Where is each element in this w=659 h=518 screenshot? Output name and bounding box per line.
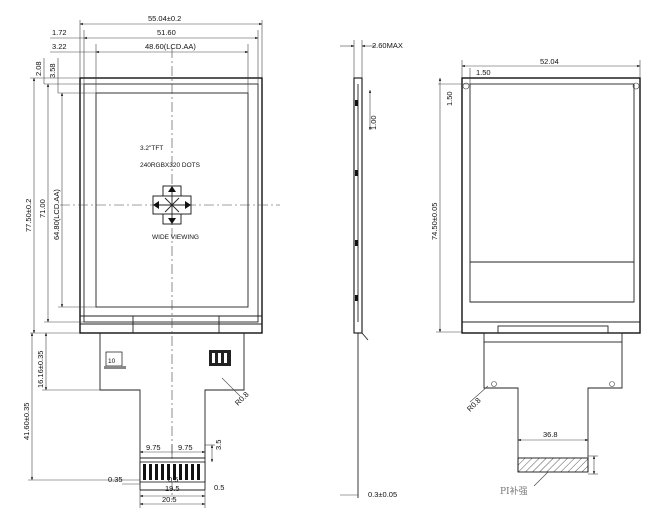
fpc-pins [143,464,200,480]
overall-width-dim: 55.04±0.2 [148,14,181,23]
back-edge-left-dim: 1.50 [476,68,491,77]
fpc-offset-dim: 16.16±0.35 [36,351,45,388]
outline-width-dim: 51.60 [157,28,176,37]
svg-text:10: 10 [108,358,116,365]
viewing-direction-icon [152,185,192,225]
viewing-label: WIDE VIEWING [152,234,199,241]
pad-right-dim: 9.75 [178,443,193,452]
fpc-length-dim: 41.60±0.35 [22,403,31,440]
module-outline [79,77,263,334]
tail-thickness-dim: 0.3±0.05 [368,490,397,499]
aa-width-dim: 48.60(LCD.AA) [145,42,196,51]
tail-width-dim: 20.5 [162,495,177,504]
back-radius-dim: R0.8 [465,396,483,414]
bezel-outline [83,83,259,323]
aa-height-dim: 64.80(LCD.AA) [52,189,61,240]
fpc-outline [99,333,245,458]
side-view: 2.60MAX 1.00 0.3±0.05 [340,40,403,499]
outline-height-dim: 71.00 [38,199,47,218]
resolution-label: 240RGBX320 DOTS [140,162,201,169]
front-view: 3.2"TFT 240RGBX320 DOTS WIDE VIEWING 10 [22,14,280,508]
stiffener-label: PI补强 [500,485,528,497]
panel-size-label: 3.2"TFT [140,145,163,152]
back-edge-top-dim: 1.50 [445,91,454,106]
pad-edge-dim: 0.35 [108,475,123,484]
overall-height-dim: 77.50±0.2 [24,199,33,232]
pin-width-dim: 0.5 [168,475,178,484]
back-height-dim: 74.50±0.05 [430,203,439,240]
back-fpc-outline [483,342,623,472]
fpc-radius-dim: R0.8 [233,390,251,408]
max-thickness-dim: 2.60MAX [372,41,403,50]
stiffener-width-dim: 36.8 [543,430,558,439]
step-dim: 1.00 [369,115,378,130]
top-offset-b-dim: 3.58 [48,63,57,78]
back-width-dim: 52.04 [540,57,559,66]
tail-end-dim: 0.5 [214,483,224,492]
bezel-offset-dim: 1.72 [52,28,67,37]
pin-pitch-dim: 19.5 [165,484,180,493]
back-outline [461,77,641,334]
pad-left-dim: 9.75 [146,443,161,452]
pi-stiffener [517,457,589,473]
pad-height-dim: 3.5 [214,440,223,450]
back-view: 52.04 1.50 74.50±0.05 1.50 R0.8 36.8 PI补… [430,57,641,497]
top-offset-a-dim: 2.08 [34,61,43,76]
aa-offset-dim: 3.22 [52,42,67,51]
